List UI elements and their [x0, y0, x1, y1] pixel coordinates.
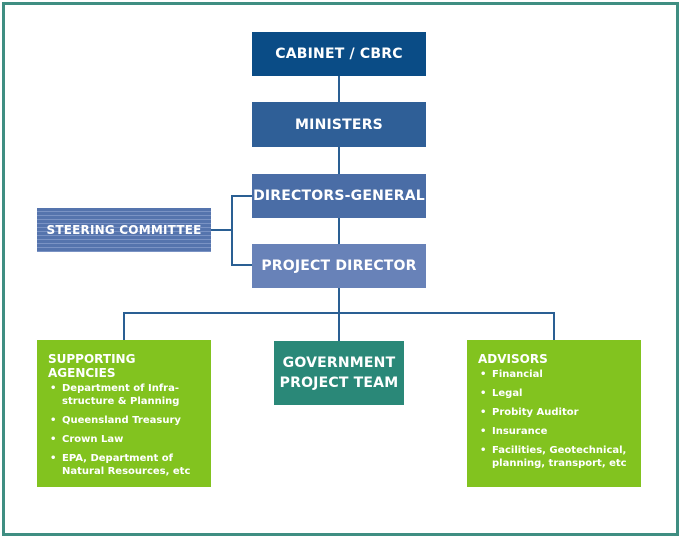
bullet-icon: •: [480, 369, 487, 380]
list-item: • Probity Auditor: [478, 406, 631, 419]
node-supporting-agencies: SUPPORTING AGENCIES • Department of Infra…: [37, 340, 211, 487]
node-label: PROJECT DIRECTOR: [261, 258, 417, 274]
list-item: • Department of Infra-structure & Plannin…: [48, 382, 201, 408]
node-label-line-1: GOVERNMENT: [282, 355, 396, 371]
connector-pd-down: [338, 288, 340, 341]
node-government-project-team: GOVERNMENT PROJECT TEAM: [274, 341, 404, 405]
node-cabinet-cbrc: CABINET / CBRC: [252, 32, 426, 76]
bullet-icon: •: [50, 383, 57, 394]
connector-bracket-to-pd: [231, 264, 252, 266]
node-label: STEERING COMMITTEE: [46, 223, 202, 237]
list-item-text: Queensland Treasury: [62, 415, 181, 426]
bullet-icon: •: [480, 388, 487, 399]
bullet-icon: •: [50, 434, 57, 445]
connector-cabinet-ministers: [338, 76, 340, 102]
list-item-text: Facilities, Geotechnical, planning, tran…: [492, 445, 627, 469]
node-title: SUPPORTING AGENCIES: [48, 352, 136, 380]
list-item: • EPA, Department of Natural Resources, e…: [48, 452, 201, 478]
list-item: • Queensland Treasury: [48, 414, 201, 427]
list-item-text: Insurance: [492, 426, 548, 437]
list-item-text: Department of Infra-structure & Planning: [62, 383, 180, 407]
list-item-text: EPA, Department of Natural Resources, et…: [62, 453, 191, 477]
bullet-icon: •: [480, 426, 487, 437]
node-project-director: PROJECT DIRECTOR: [252, 244, 426, 288]
list-item-text: Probity Auditor: [492, 407, 579, 418]
list-item-text: Financial: [492, 369, 543, 380]
connector-bus-to-supporting: [123, 312, 125, 340]
node-label: DIRECTORS-GENERAL: [253, 188, 425, 204]
list-item-text: Legal: [492, 388, 523, 399]
node-title: ADVISORS: [478, 352, 548, 366]
list-item: • Financial: [478, 368, 631, 381]
connector-bus-to-advisors: [553, 312, 555, 340]
connector-bracket-vertical: [231, 195, 233, 266]
list-item: • Facilities, Geotechnical, planning, tra…: [478, 444, 631, 470]
node-advisors: ADVISORS • Financial • Legal • Probity Audi…: [467, 340, 641, 487]
connector-steering-to-bracket: [211, 229, 232, 231]
node-label: MINISTERS: [295, 116, 383, 133]
node-ministers: MINISTERS: [252, 102, 426, 147]
node-steering-committee: STEERING COMMITTEE: [37, 208, 211, 252]
node-directors-general: DIRECTORS-GENERAL: [252, 174, 426, 218]
bullet-icon: •: [480, 445, 487, 456]
list-item: • Legal: [478, 387, 631, 400]
node-label: CABINET / CBRC: [275, 46, 403, 62]
bullet-icon: •: [50, 453, 57, 464]
list-item-text: Crown Law: [62, 434, 124, 445]
connector-ministers-dg: [338, 147, 340, 174]
connector-bracket-to-dg: [231, 195, 252, 197]
connector-horizontal-bus: [123, 312, 555, 314]
connector-dg-pd: [338, 218, 340, 244]
list-item: • Insurance: [478, 425, 631, 438]
bullet-icon: •: [50, 415, 57, 426]
supporting-agencies-list: • Department of Infra-structure & Plannin…: [48, 382, 201, 478]
advisors-list: • Financial • Legal • Probity Auditor • Insu…: [478, 368, 631, 470]
list-item: • Crown Law: [48, 433, 201, 446]
node-label-line-2: PROJECT TEAM: [279, 375, 399, 391]
bullet-icon: •: [480, 407, 487, 418]
